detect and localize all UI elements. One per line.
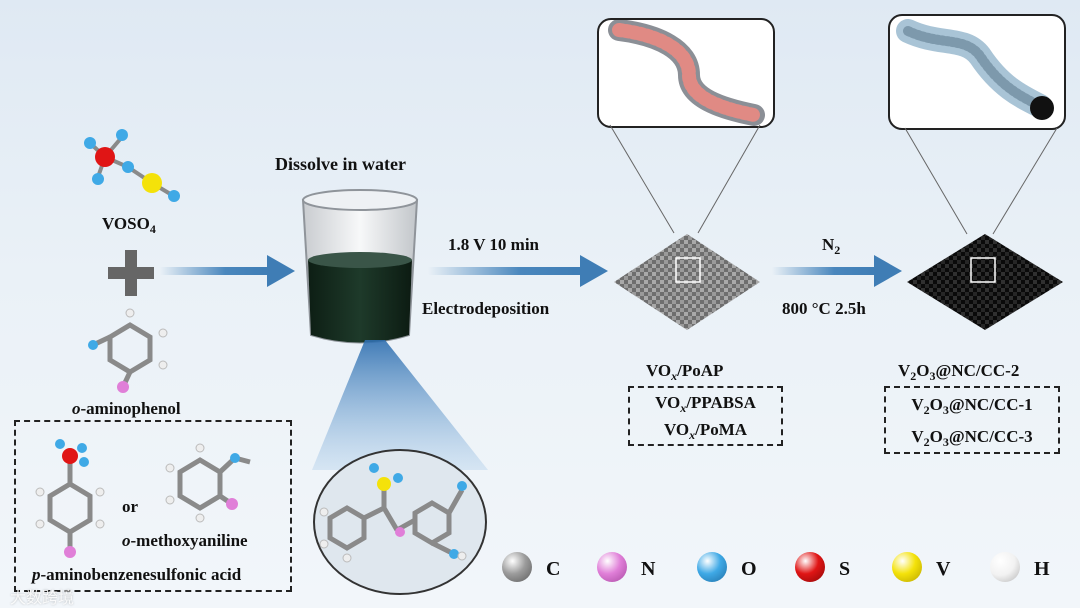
v2o3-alternatives-list: V2O3@NC/CC-1 V2O3@NC/CC-3 [884, 396, 1060, 448]
methoxyaniline-molecule-icon [165, 443, 251, 523]
vox-product-alt-1: VOx/PPABSA [655, 393, 756, 415]
legend-item-c: C [502, 552, 560, 582]
voso4-molecule-icon [84, 129, 180, 202]
voltage-time-label: 1.8 V 10 min [448, 235, 540, 254]
flow-arrow-1 [160, 255, 295, 287]
v2o3-product-main: V2O3@NC/CC-2 [898, 361, 1020, 383]
plus-icon [108, 250, 154, 296]
atom-c-icon [502, 552, 532, 582]
vox-zoom-lines [609, 124, 761, 234]
legend-item-o: O [697, 552, 757, 582]
aminophenol-label: o-aminophenol [72, 399, 181, 418]
legend-item-h: H [990, 552, 1050, 582]
magnify-cone [312, 340, 488, 470]
atom-o-icon [697, 552, 727, 582]
vox-alternatives-box [628, 386, 783, 446]
aminophenol-molecule-icon [88, 308, 168, 393]
legend-item-v: V [892, 552, 950, 582]
voso4-label: VOSO4 [102, 214, 156, 236]
or-label: or [122, 497, 139, 516]
vox-carbon-cloth [614, 234, 760, 330]
vox-alternatives-list: VOx/PPABSA VOx/PoMA [628, 394, 783, 441]
watermark: 大数跨境 [10, 588, 75, 607]
dissolve-label: Dissolve in water [275, 154, 406, 174]
gas-label: N2 [822, 235, 841, 257]
aminobenzenesulfonic-molecule-icon [35, 439, 105, 558]
v2o3-fiber-zoom [888, 14, 1066, 130]
methoxyaniline-label: o-methoxyaniline [122, 531, 248, 550]
atom-h-icon [990, 552, 1020, 582]
atom-s-icon [795, 552, 825, 582]
v2o3-product-alt-2: V2O3@NC/CC-3 [911, 427, 1033, 449]
beaker-icon [301, 189, 419, 344]
electrodeposition-label: Electrodeposition [422, 299, 550, 318]
legend-item-s: S [795, 552, 850, 582]
atom-n-icon [597, 552, 627, 582]
v2o3-zoom-lines [904, 127, 1058, 235]
vox-fiber-zoom [597, 18, 775, 128]
v2o3-carbon-cloth [907, 234, 1063, 330]
polymer-molecule-icon [313, 449, 487, 595]
vox-product-alt-2: VOx/PoMA [663, 420, 748, 442]
aminobenzenesulfonic-label: p-aminobenzenesulfonic acid [32, 565, 242, 584]
atom-v-icon [892, 552, 922, 582]
v2o3-product-alt-1: V2O3@NC/CC-1 [911, 395, 1033, 417]
flow-arrow-3 [772, 255, 902, 287]
flow-arrow-2 [428, 255, 608, 287]
alternative-monomers-box [14, 420, 292, 592]
anneal-label: 800 °C 2.5h [782, 299, 866, 318]
legend-item-n: N [597, 552, 655, 582]
v2o3-alternatives-box [884, 386, 1060, 454]
vox-product-main: VOx/PoAP [646, 361, 724, 383]
